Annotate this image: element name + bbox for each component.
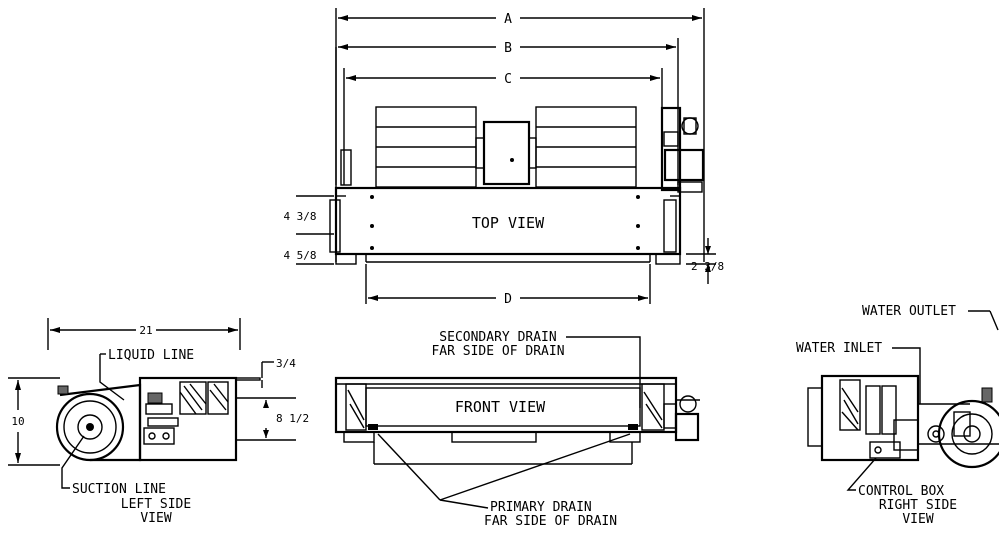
left-side-view-title-1: LEFT SIDE	[121, 497, 191, 512]
dimension-right-label: 2 3/8	[691, 260, 724, 273]
dimension-21-label: 21	[139, 324, 152, 337]
right-side-view-title-1: RIGHT SIDE	[879, 498, 957, 513]
left-side-view: 21 10	[8, 318, 309, 526]
top-view-body: TOP VIEW	[329, 186, 682, 265]
control-box-label: CONTROL BOX	[858, 484, 944, 499]
dimension-upper-label: 4 3/8	[283, 210, 316, 223]
dimension-lower-label: 4 5/8	[283, 249, 316, 262]
right-side-view-title-2: VIEW	[902, 512, 933, 527]
dimension-eight-half-label: 8 1/2	[276, 412, 309, 425]
left-side-view-title-2: VIEW	[140, 511, 171, 526]
dimension-c: C	[346, 72, 660, 87]
dimension-left-stack: 4 3/8 4 5/8	[283, 195, 334, 265]
suction-line-label: SUCTION LINE	[72, 482, 166, 497]
dimension-b-label: B	[504, 41, 512, 56]
water-outlet-label: WATER OUTLET	[862, 304, 956, 319]
top-view-title: TOP VIEW	[472, 214, 545, 232]
front-view-title: FRONT VIEW	[455, 398, 546, 416]
primary-drain-label-1: PRIMARY DRAIN	[490, 500, 592, 515]
liquid-line-label: LIQUID LINE	[108, 348, 194, 363]
dimension-a: A	[338, 12, 702, 27]
top-view-blowers	[375, 106, 637, 188]
dimension-d-label: D	[504, 292, 512, 307]
water-inlet-label: WATER INLET	[796, 341, 882, 356]
secondary-drain-label-1: SECONDARY DRAIN	[439, 330, 556, 345]
right-side-view: WATER OUTLET WATER INLET CONTROL BOX RIG…	[796, 304, 999, 527]
top-view: A B C	[283, 8, 724, 307]
top-view-valves	[340, 106, 705, 193]
dimension-three-quarter-label: 3/4	[276, 357, 296, 370]
front-view: SECONDARY DRAIN FAR SIDE OF DRAIN FRONT …	[334, 330, 700, 529]
dimension-right-small: 2 3/8	[686, 238, 724, 284]
dimension-a-label: A	[504, 12, 512, 27]
primary-drain-label-2: FAR SIDE OF DRAIN	[484, 514, 617, 529]
dimension-c-label: C	[504, 72, 512, 87]
dimension-10-label: 10	[11, 415, 24, 428]
dimension-d: D	[365, 264, 651, 307]
secondary-drain-label-2: FAR SIDE OF DRAIN	[431, 344, 564, 359]
dimension-b: B	[338, 41, 676, 56]
